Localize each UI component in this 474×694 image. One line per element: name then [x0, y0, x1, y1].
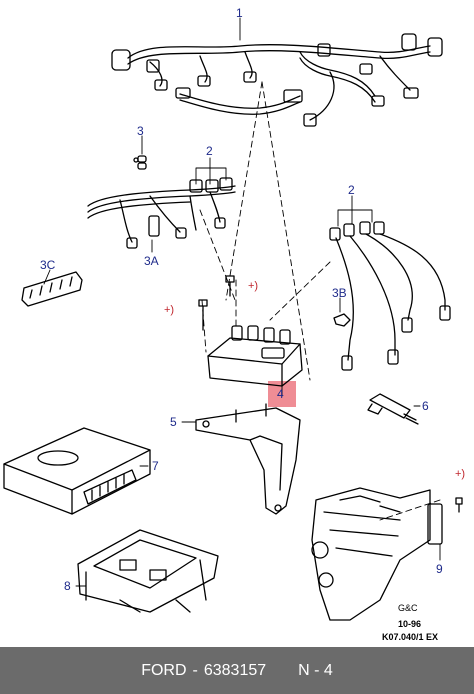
- callout-5: 5: [170, 415, 177, 429]
- clip-3b: [333, 313, 351, 327]
- revision-date: 10-96: [398, 619, 422, 629]
- callout-9: 9: [436, 562, 443, 576]
- spark-plug: [367, 393, 419, 425]
- engine-control-module: [3, 427, 151, 515]
- company-mark: G&C: [398, 603, 418, 613]
- mounting-bracket-9: [311, 487, 463, 621]
- clip-3: [133, 155, 147, 170]
- note-mark-bolt-left: +): [164, 304, 175, 316]
- wiring-harness: [111, 33, 443, 127]
- callout-1: 1: [236, 6, 243, 20]
- diagram-drawing: [3, 17, 463, 621]
- note-mark-bolt-right: +): [455, 468, 466, 480]
- callout-6: 6: [422, 399, 429, 413]
- connector-3a: [148, 215, 160, 237]
- callout-2-left: 2: [206, 144, 213, 158]
- callout-7: 7: [152, 459, 159, 473]
- part-footer: FORD - 6383157 N - 4: [0, 647, 474, 694]
- callout-3b: 3B: [332, 286, 347, 300]
- footer-brand: FORD: [141, 661, 187, 679]
- footer-part-number: 6383157: [203, 661, 267, 679]
- leader-lines: [43, 17, 441, 587]
- callout-3c: 3C: [40, 258, 56, 272]
- callout-3a: 3A: [144, 254, 159, 268]
- coil-bracket: [195, 403, 301, 515]
- footer-separator: -: [192, 661, 198, 679]
- ignition-lead-set-left: [87, 177, 236, 249]
- callout-8: 8: [64, 579, 71, 593]
- footer-position: N - 4: [298, 661, 333, 679]
- ignition-coil: [207, 325, 303, 387]
- assembly-guide-lines: [199, 81, 441, 521]
- ignition-lead-set-right: [329, 221, 451, 371]
- lead-holder-3c: [21, 271, 83, 307]
- callout-4: 4: [277, 387, 284, 401]
- callout-3: 3: [137, 124, 144, 138]
- note-mark-bolt-top: +): [248, 280, 259, 292]
- coil-bolts: [198, 275, 235, 331]
- drawing-code: K07.040/1 EX: [382, 632, 439, 642]
- callout-2-right: 2: [348, 183, 355, 197]
- ecu-bracket: [77, 529, 219, 613]
